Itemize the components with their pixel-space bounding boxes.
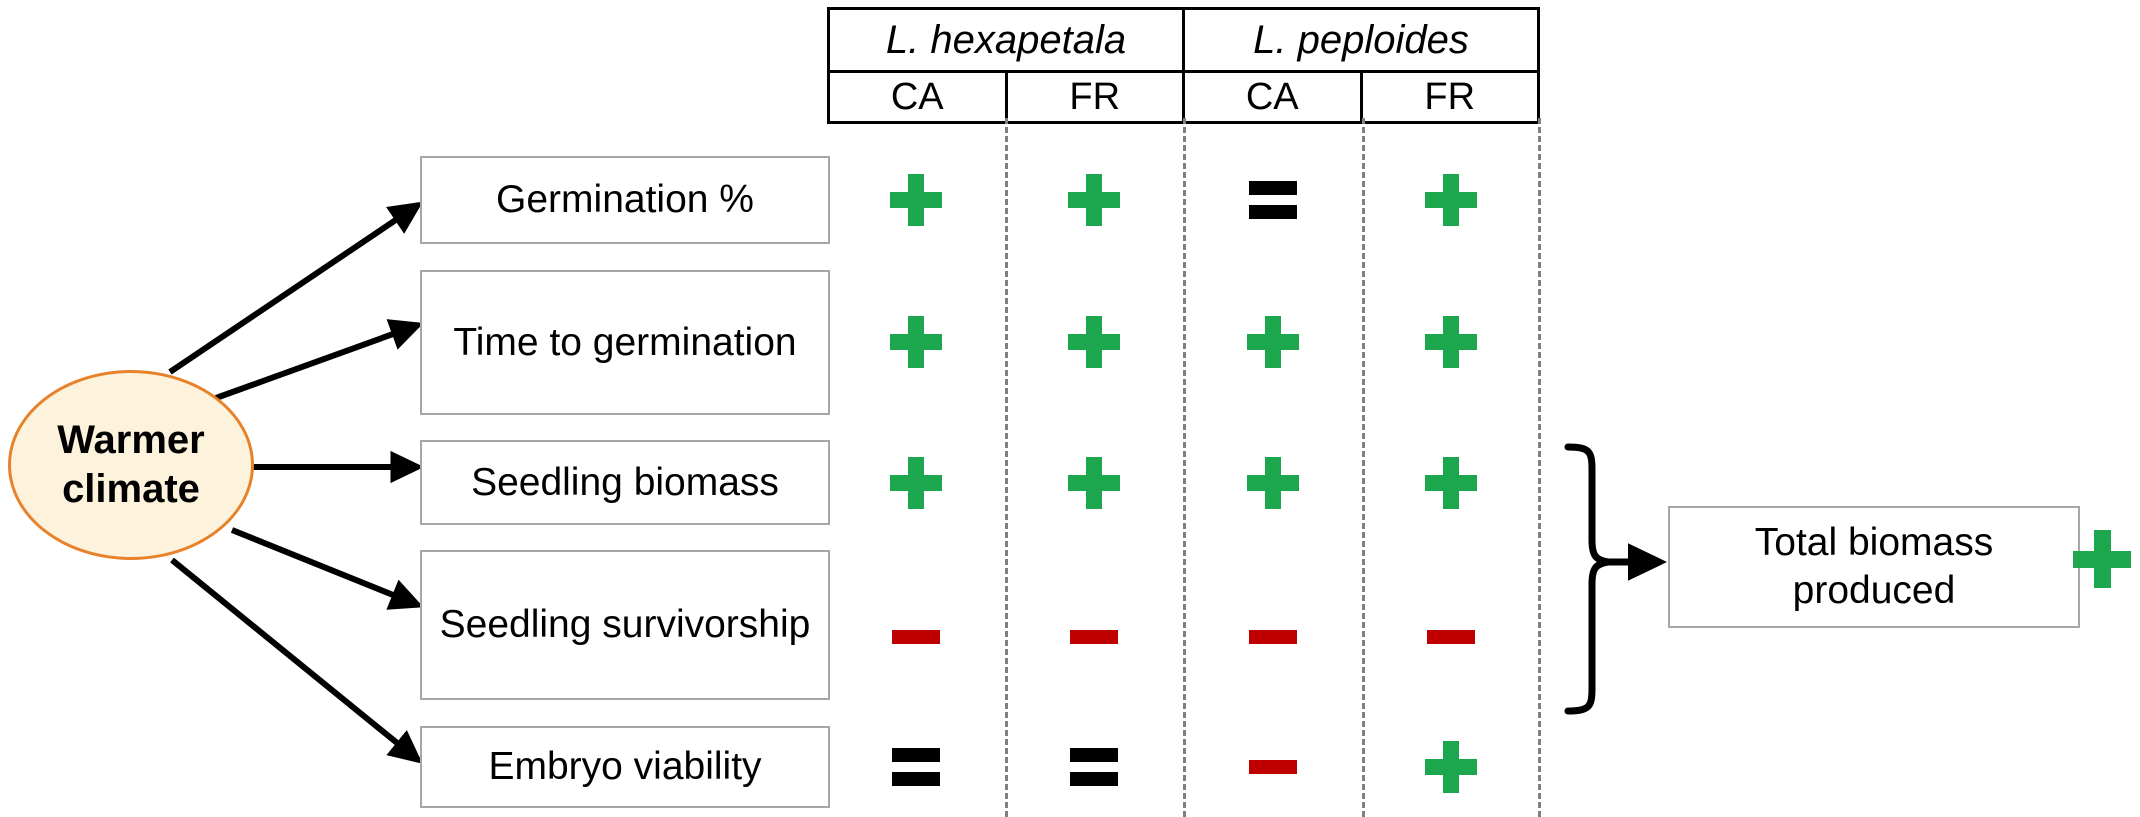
result-cell-embryo-viability-hexapetala-fr — [1005, 737, 1183, 797]
arrow-to-survivorship — [230, 527, 424, 610]
trait-label: Germination % — [496, 178, 754, 222]
plus-icon — [890, 174, 942, 226]
outcome-box-total-biomass: Total biomass produced — [1668, 506, 2080, 628]
result-cell-seedling-biomass-hexapetala-ca — [827, 453, 1005, 513]
plus-icon — [1425, 457, 1477, 509]
plus-icon — [890, 316, 942, 368]
result-cell-germination-percent-hexapetala-fr — [1005, 170, 1183, 230]
column-divider-1 — [1005, 118, 1008, 817]
species-header-peploides: L. peploides — [1182, 7, 1540, 73]
results-symbol-grid — [827, 118, 1541, 817]
trait-box-embryo-viability: Embryo viability — [420, 726, 830, 808]
result-cell-seedling-survivorship-peploides-ca — [1184, 607, 1362, 667]
plus-icon — [1247, 316, 1299, 368]
minus-icon — [892, 630, 940, 644]
result-cell-seedling-survivorship-peploides-fr — [1362, 607, 1540, 667]
plus-icon — [1425, 174, 1477, 226]
source-node-warmer-climate: Warmer climate — [8, 370, 254, 560]
equals-icon — [892, 748, 940, 786]
equals-icon — [1070, 748, 1118, 786]
plus-icon — [890, 457, 942, 509]
result-cell-embryo-viability-peploides-ca — [1184, 737, 1362, 797]
column-divider-3 — [1362, 118, 1365, 817]
trait-box-time-to-germination: Time to germination — [420, 270, 830, 415]
minus-icon — [1070, 630, 1118, 644]
population-header-peploides-ca: CA — [1182, 70, 1363, 124]
plus-icon — [1068, 457, 1120, 509]
arrow-to-germination — [168, 201, 423, 375]
plus-icon — [1068, 316, 1120, 368]
equals-icon — [1249, 181, 1297, 219]
population-header-peploides-fr: FR — [1359, 70, 1540, 124]
arrow-to-embryo — [170, 557, 423, 764]
column-divider-4 — [1538, 118, 1541, 817]
outcome-label: Total biomass produced — [1754, 521, 1994, 612]
trait-label: Time to germination — [453, 320, 797, 364]
result-cell-embryo-viability-peploides-fr — [1362, 737, 1540, 797]
result-cell-time-to-germination-peploides-ca — [1184, 312, 1362, 372]
minus-icon — [1249, 760, 1297, 774]
source-node-label: Warmer climate — [57, 418, 205, 511]
results-table-header: L. hexapetala L. peploides CA FR CA FR — [827, 7, 1540, 124]
result-cell-seedling-biomass-peploides-ca — [1184, 453, 1362, 513]
arrow-to-time — [214, 319, 424, 401]
table-row-species: L. hexapetala L. peploides — [827, 7, 1540, 73]
minus-icon — [1249, 630, 1297, 644]
outcome-result-plus-icon — [2073, 530, 2131, 588]
result-cell-germination-percent-peploides-fr — [1362, 170, 1540, 230]
trait-box-seedling-biomass: Seedling biomass — [420, 440, 830, 525]
trait-label: Seedling biomass — [471, 460, 779, 504]
column-divider-2 — [1183, 118, 1186, 817]
result-cell-germination-percent-peploides-ca — [1184, 170, 1362, 230]
population-header-hexapetala-ca: CA — [827, 70, 1008, 124]
result-cell-seedling-biomass-hexapetala-fr — [1005, 453, 1183, 513]
result-cell-seedling-survivorship-hexapetala-fr — [1005, 607, 1183, 667]
result-cell-germination-percent-hexapetala-ca — [827, 170, 1005, 230]
trait-label: Seedling survivorship — [439, 603, 811, 647]
plus-icon — [1425, 316, 1477, 368]
minus-icon — [1427, 630, 1475, 644]
result-cell-time-to-germination-hexapetala-fr — [1005, 312, 1183, 372]
result-cell-embryo-viability-hexapetala-ca — [827, 737, 1005, 797]
trait-box-seedling-survivorship: Seedling survivorship — [420, 550, 830, 700]
plus-icon — [1425, 741, 1477, 793]
result-cell-seedling-biomass-peploides-fr — [1362, 453, 1540, 513]
table-row-populations: CA FR CA FR — [827, 70, 1540, 124]
result-cell-time-to-germination-peploides-fr — [1362, 312, 1540, 372]
grouping-brace — [1564, 443, 1609, 715]
species-header-hexapetala: L. hexapetala — [827, 7, 1185, 73]
population-header-hexapetala-fr: FR — [1004, 70, 1185, 124]
plus-icon — [1247, 457, 1299, 509]
trait-box-germination-percent: Germination % — [420, 156, 830, 244]
result-cell-seedling-survivorship-hexapetala-ca — [827, 607, 1005, 667]
result-cell-time-to-germination-hexapetala-ca — [827, 312, 1005, 372]
trait-label: Embryo viability — [488, 745, 762, 789]
plus-icon — [1068, 174, 1120, 226]
